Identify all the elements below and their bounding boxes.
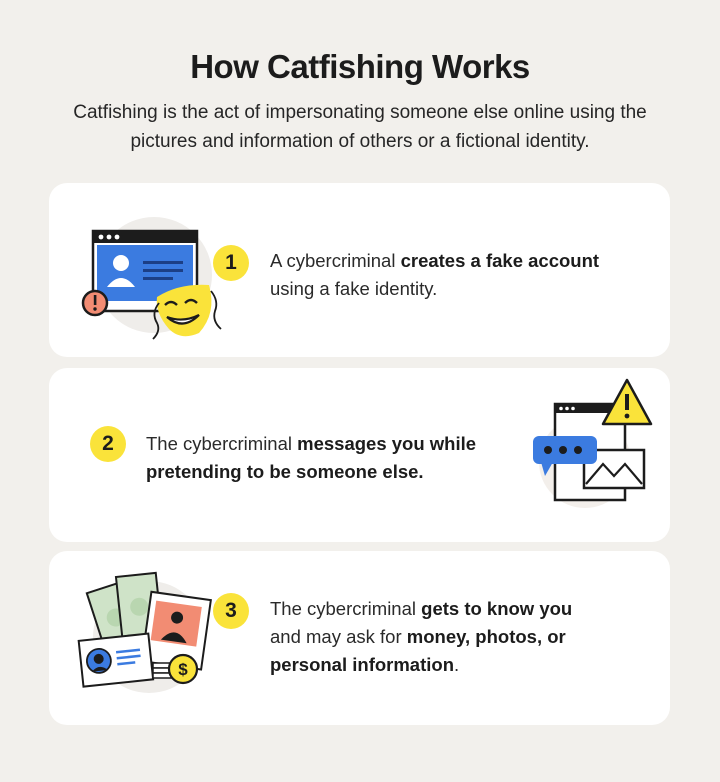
step-description: A cybercriminal creates a fake account u… [270,250,600,299]
money-photos-id-icon: $ [77,565,227,697]
step-description: The cybercriminal messages you while pre… [146,433,477,482]
step-number-badge: 2 [90,426,126,462]
fake-profile-mask-icon [79,213,229,343]
step-card-2: 2 The cybercriminal messages you while p… [49,368,670,542]
page-title: How Catfishing Works [190,48,530,85]
step-card-3: $ 3 The cybercriminal gets to know you a… [49,551,670,725]
step-description: The cybercriminal gets to know you and m… [270,598,573,675]
step-number-badge: 1 [213,245,249,281]
message-warning-icon [515,372,655,512]
step-number-badge: 3 [213,593,249,629]
page-subtitle: Catfishing is the act of impersonating s… [73,102,647,152]
svg-text:$: $ [178,660,188,679]
step-card-1: 1 A cybercriminal creates a fake account… [49,183,670,357]
